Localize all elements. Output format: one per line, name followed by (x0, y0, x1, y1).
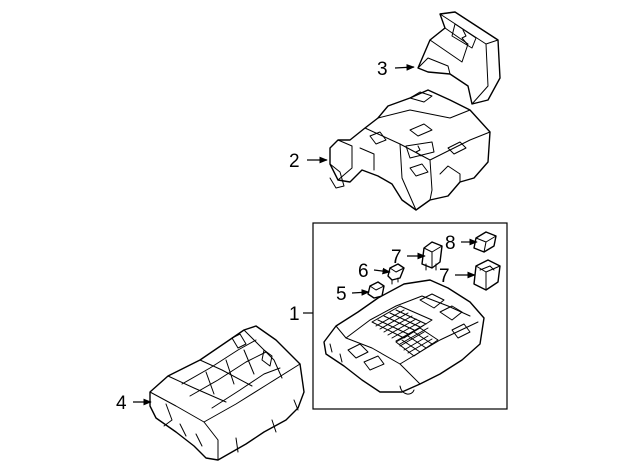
part-3-cover (417, 11, 501, 105)
callout-8: 8 (445, 233, 456, 254)
part-8-relay (473, 231, 497, 253)
callout-7-lower: 7 (439, 266, 450, 287)
part-2-upper-housing (329, 89, 491, 211)
callout-2: 2 (289, 151, 300, 172)
assembly-frame (312, 222, 508, 410)
leader-3 (394, 64, 415, 71)
fuse-grid (371, 305, 439, 357)
leader-5 (351, 289, 370, 296)
part-6-fuse (387, 263, 405, 285)
leader-6 (373, 267, 391, 275)
callout-1: 1 (289, 304, 300, 325)
callout-7-upper: 7 (391, 247, 402, 268)
part-1-fuse-block (323, 279, 485, 395)
part-7-relay-upper (421, 241, 443, 271)
part-7-relay-lower (473, 259, 501, 291)
part-4-lower-tray (149, 325, 305, 461)
callout-3: 3 (377, 59, 388, 80)
callout-5: 5 (336, 284, 347, 305)
callout-6: 6 (358, 261, 369, 282)
callout-4: 4 (116, 393, 127, 414)
